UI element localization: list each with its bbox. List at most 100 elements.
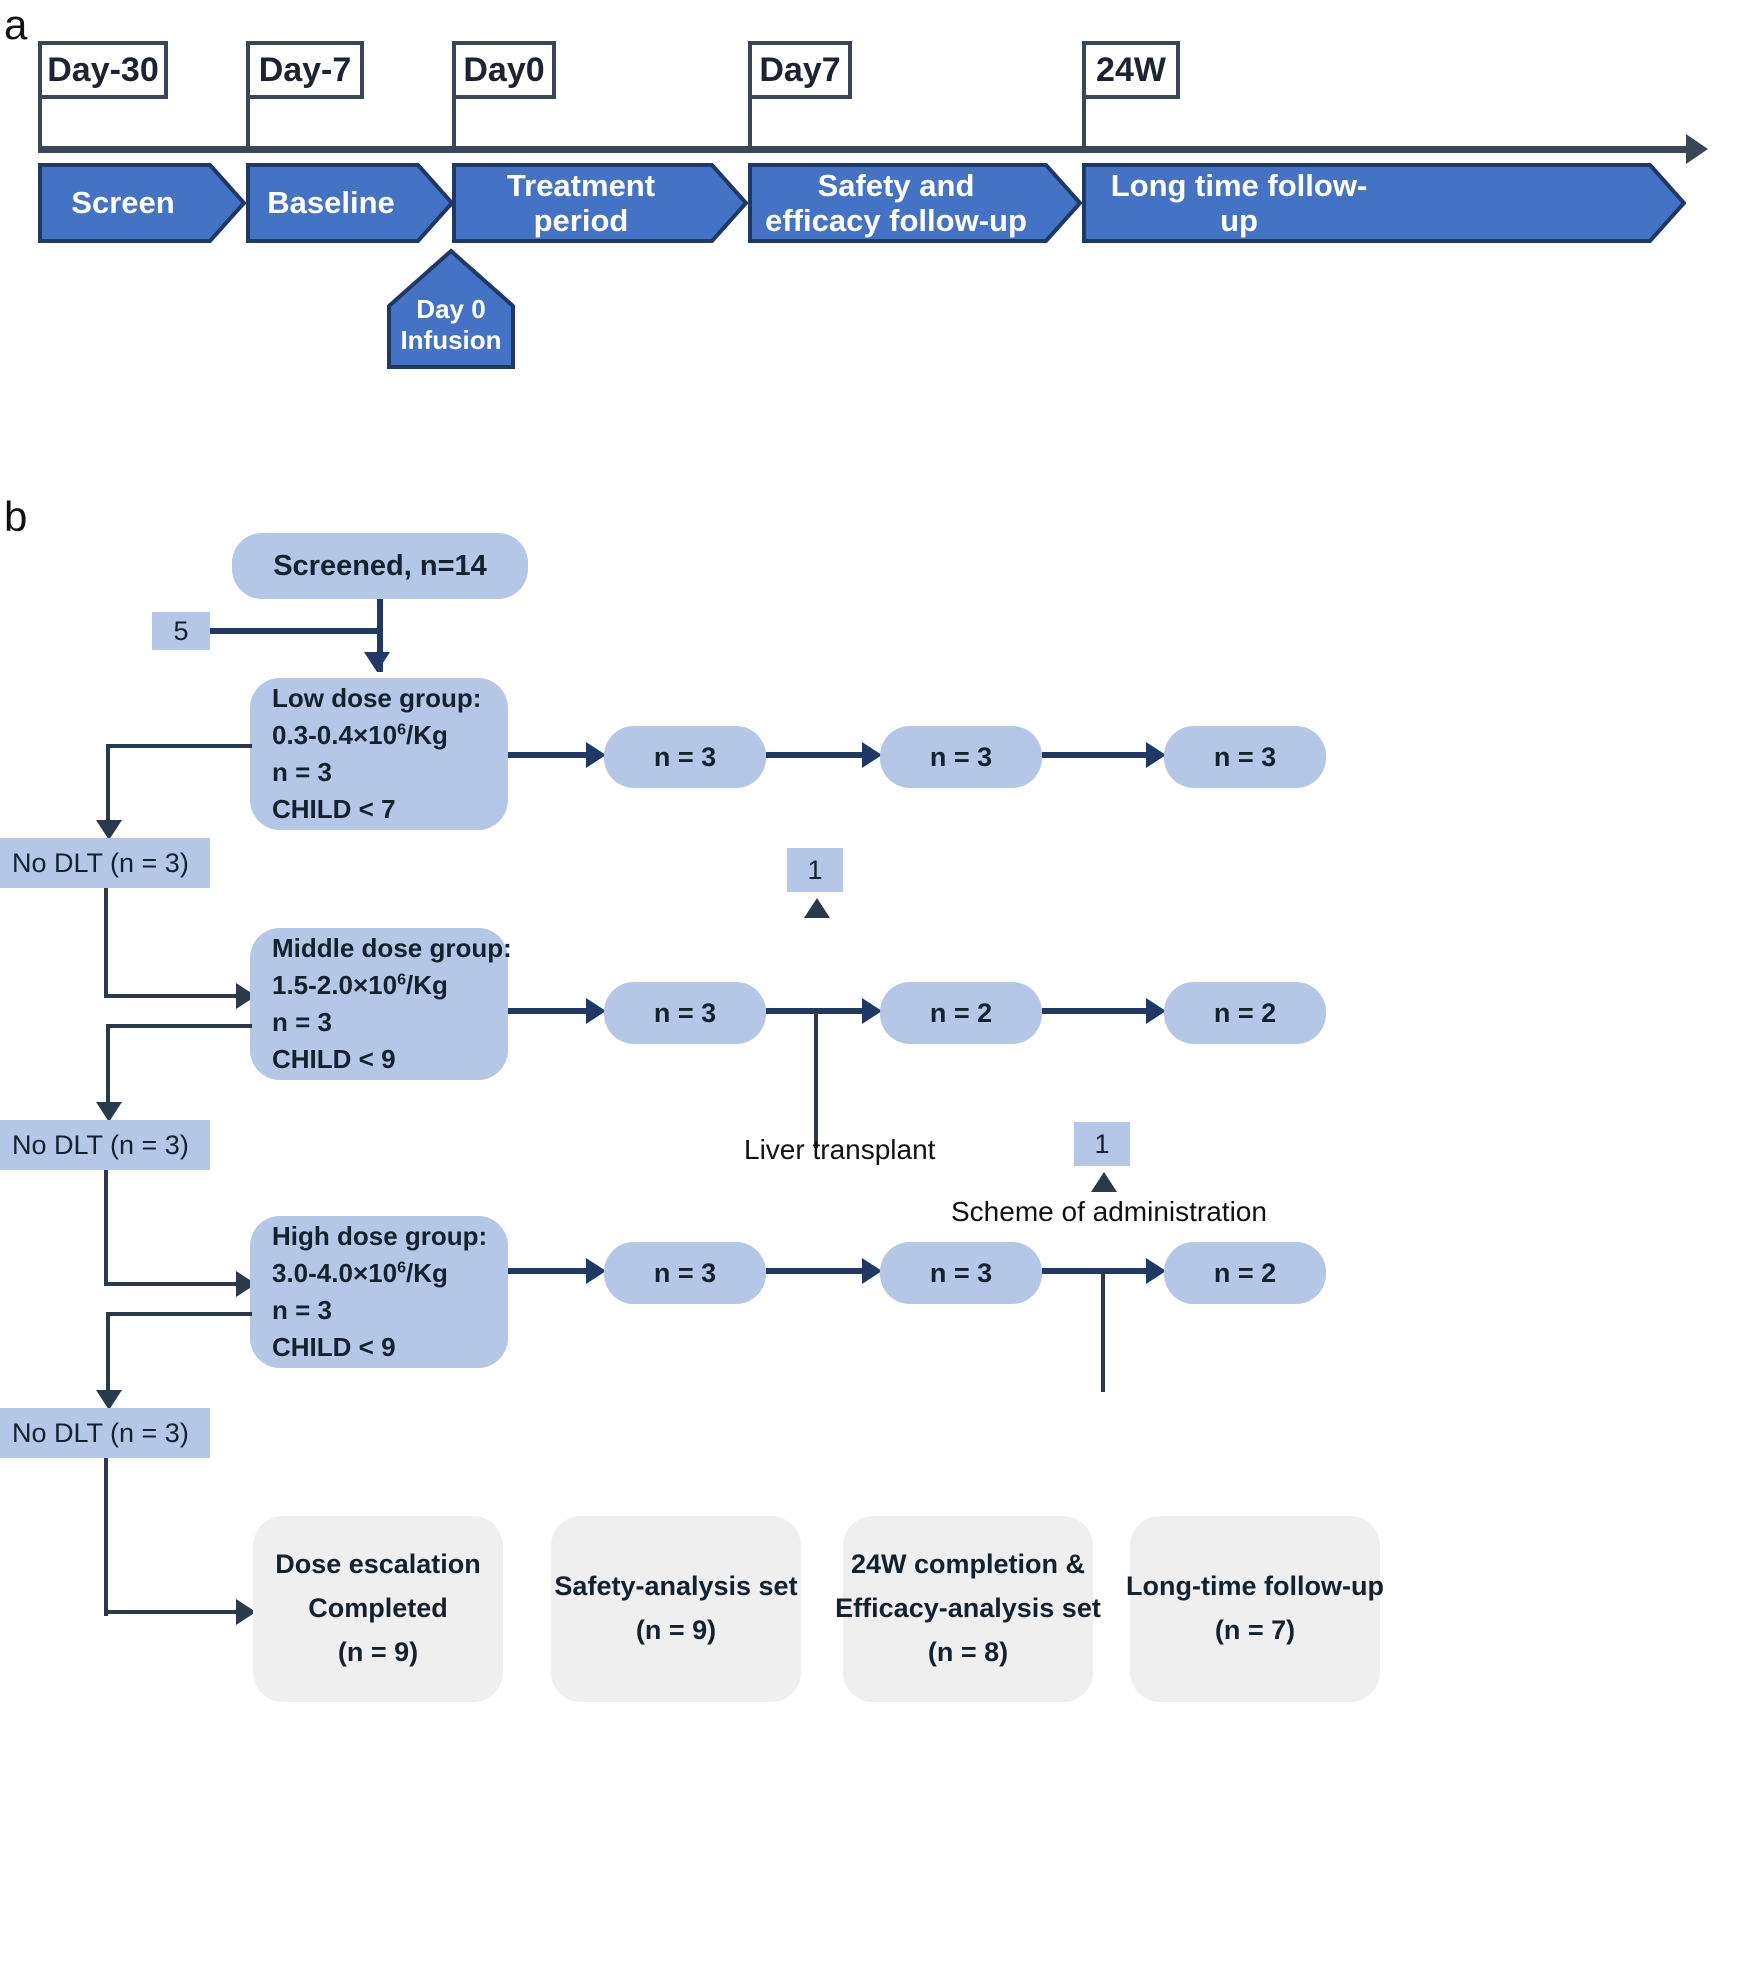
- node-middle-fu-2-label: n = 2: [929, 997, 993, 1028]
- arrowhead-high-fu3: [1146, 1258, 1166, 1284]
- phase-treatment-period-label: Treatment period: [506, 167, 656, 238]
- node-low-dose-dose: 0.3-0.4×106/Kg: [272, 720, 448, 751]
- node-middle-dose-group: Middle dose group: 1.5-2.0×106/Kg n = 3 …: [250, 928, 512, 1080]
- node-low-dose-n: n = 3: [272, 757, 332, 787]
- node-middle-fu-1-label: n = 3: [653, 997, 717, 1028]
- node-low-dose-child: CHILD < 7: [272, 793, 396, 824]
- phase-screen-shape: [38, 163, 246, 243]
- node-high-dose-dose: 3.0-4.0×106/Kg: [272, 1258, 448, 1289]
- node-terminal-dose-escalation: Dose escalation Completed (n = 9): [253, 1516, 503, 1702]
- connector-no-dlt-3-to-terminal: [104, 1610, 250, 1614]
- node-terminal-2-line2: Efficacy-analysis set: [835, 1593, 1101, 1624]
- phase-long-time-followup: Long time follow-up: [1082, 163, 1686, 243]
- node-low-fu-1-label: n = 3: [653, 741, 717, 772]
- day0-infusion-line2: Infusion: [400, 324, 502, 355]
- node-no-dlt-2: No DLT (n = 3): [0, 1120, 210, 1170]
- connector-no-dlt-3-down: [104, 1458, 108, 1616]
- node-terminal-3-line1: Long-time follow-up: [1126, 1571, 1384, 1602]
- connector-low-fu1-to-fu2: [766, 752, 862, 758]
- milestone-stem-24w: [1082, 99, 1086, 151]
- connector-no-dlt-2-to-high: [104, 1282, 250, 1286]
- milestone-flag-day0: Day0: [452, 41, 556, 99]
- arrowhead-high-dropout: [1091, 1172, 1117, 1192]
- node-middle-fu-2: n = 2: [880, 982, 1042, 1044]
- phase-baseline: Baseline: [246, 163, 454, 243]
- day0-infusion-shape: [387, 248, 515, 369]
- arrowhead-high-fu1: [586, 1258, 606, 1284]
- arrowhead-no-dlt-3: [96, 1390, 122, 1410]
- connector-middle-fu2-to-fu3: [1042, 1008, 1146, 1014]
- node-high-fu-3-label: n = 2: [1213, 1257, 1277, 1288]
- node-low-dose-title: Low dose group:: [272, 683, 482, 714]
- arrowhead-no-dlt-1: [96, 820, 122, 840]
- phase-baseline-label: Baseline: [267, 185, 395, 221]
- phase-screen-label: Screen: [71, 185, 175, 221]
- node-high-dose-n: n = 3: [272, 1295, 332, 1325]
- node-terminal-safety-analysis-set: Safety-analysis set (n = 9): [551, 1516, 801, 1702]
- node-high-fu-3: n = 2: [1164, 1242, 1326, 1304]
- node-low-fu-2: n = 3: [880, 726, 1042, 788]
- connector-high-dropout-v: [1101, 1270, 1105, 1392]
- node-no-dlt-1: No DLT (n = 3): [0, 838, 210, 888]
- timeline-axis: [38, 146, 1686, 153]
- phase-safety-efficacy-followup-label: Safety and efficacy follow-up: [765, 167, 1027, 238]
- connector-middle-dose-elbow-v: [106, 1024, 110, 1110]
- node-terminal-2-line1: 24W completion &: [850, 1549, 1086, 1580]
- connector-middle-dose-elbow-h: [106, 1024, 252, 1028]
- node-high-fu-1: n = 3: [604, 1242, 766, 1304]
- phase-safety-efficacy-followup-shape: [748, 163, 1082, 243]
- connector-no-dlt-1-to-middle: [104, 994, 250, 998]
- milestone-stem-day-30: [38, 99, 42, 151]
- connector-high-dose-elbow-h: [106, 1312, 252, 1316]
- node-middle-dropout-count: 1: [787, 848, 843, 892]
- connector-high-dose-to-fu1: [508, 1268, 586, 1274]
- phase-screen: Screen: [38, 163, 246, 243]
- node-middle-dose-n: n = 3: [272, 1007, 332, 1037]
- phase-long-time-followup-label: Long time follow-up: [1110, 167, 1368, 238]
- connector-high-fu1-to-fu2: [766, 1268, 862, 1274]
- node-no-dlt-1-label: No DLT (n = 3): [12, 847, 189, 878]
- node-terminal-0-line1: Dose escalation: [275, 1549, 481, 1580]
- node-excluded-count: 5: [152, 612, 210, 650]
- phase-long-time-followup-shape: [1082, 163, 1686, 243]
- connector-low-dose-elbow-v: [106, 744, 110, 828]
- node-terminal-0-line3: (n = 9): [337, 1636, 419, 1667]
- milestone-flag-day-7: Day-7: [246, 41, 364, 99]
- node-terminal-24w-efficacy-set: 24W completion & Efficacy-analysis set (…: [835, 1516, 1101, 1702]
- node-terminal-long-time-followup: Long-time follow-up (n = 7): [1126, 1516, 1384, 1702]
- arrowhead-middle-dropout: [804, 898, 830, 918]
- milestone-flag-day7: Day7: [748, 41, 852, 99]
- connector-middle-dropout-v: [814, 1010, 818, 1148]
- connector-screened-down: [377, 599, 383, 672]
- phase-treatment-period: Treatment period: [452, 163, 748, 243]
- milestone-stem-day7: [748, 99, 752, 151]
- node-screened-label: Screened, n=14: [273, 549, 487, 582]
- day0-infusion-node: Day 0 Infusion: [386, 248, 516, 370]
- connector-no-dlt-2-down: [104, 1170, 108, 1286]
- node-high-dose-title: High dose group:: [272, 1221, 488, 1252]
- node-terminal-0-line2: Completed: [308, 1593, 448, 1624]
- connector-low-dose-elbow-h: [106, 744, 252, 748]
- node-high-dropout-count: 1: [1074, 1122, 1130, 1166]
- arrowhead-low-fu1: [586, 742, 606, 768]
- phase-safety-efficacy-followup: Safety and efficacy follow-up: [748, 163, 1082, 243]
- node-low-fu-2-label: n = 3: [929, 741, 993, 772]
- connector-no-dlt-1-down: [104, 888, 108, 998]
- node-middle-fu-3-label: n = 2: [1213, 997, 1277, 1028]
- node-high-dropout-label: 1: [1094, 1128, 1110, 1159]
- node-low-dose-group: Low dose group: 0.3-0.4×106/Kg n = 3 CHI…: [250, 678, 508, 830]
- timeline-axis-arrowhead: [1686, 134, 1708, 164]
- panel-a-letter: a: [4, 1, 28, 48]
- arrowhead-dose-escalation-completed: [236, 1599, 256, 1625]
- panel-b-letter: b: [4, 493, 28, 540]
- node-middle-fu-1: n = 3: [604, 982, 766, 1044]
- node-middle-dose-dose: 1.5-2.0×106/Kg: [272, 970, 448, 1001]
- arrowhead-low-fu2: [862, 742, 882, 768]
- node-middle-dropout-label: 1: [807, 854, 823, 885]
- arrowhead-to-low-dose: [364, 652, 390, 672]
- arrowhead-no-dlt-2: [96, 1102, 122, 1122]
- phase-baseline-shape: [246, 163, 454, 243]
- arrowhead-middle-fu1: [586, 998, 606, 1024]
- day0-infusion-label: Day 0 Infusion: [386, 294, 516, 356]
